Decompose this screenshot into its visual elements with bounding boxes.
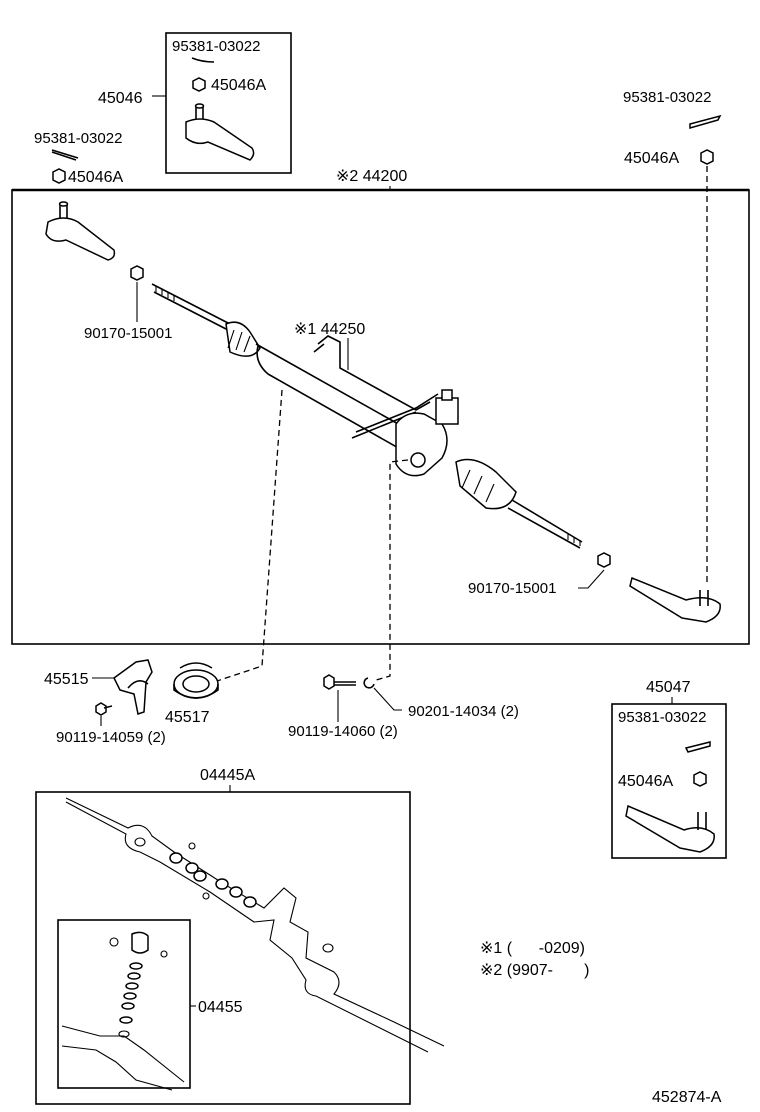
label-04455: 04455 (198, 999, 243, 1016)
label-45046: 45046 (98, 90, 143, 107)
seal-kit-rings (169, 842, 257, 908)
bolt-90119-14060 (323, 674, 356, 690)
bracket-45515 (113, 659, 153, 715)
label-44250: ※1 44250 (294, 321, 365, 338)
label-45046A-d: 45046A (618, 773, 673, 790)
castle-nut-c (700, 149, 714, 165)
castle-nut-a (192, 77, 206, 92)
leader-90170-b (578, 569, 605, 589)
box-45047 (611, 703, 727, 859)
tie-rod-end-left (45, 201, 116, 261)
valve-seal-kit (61, 931, 185, 1091)
cotter-pin-c (689, 114, 722, 129)
leader-90201 (373, 687, 402, 711)
box-44200 (11, 189, 750, 645)
label-45046A-c: 45046A (624, 150, 679, 167)
note-1: ※1 ( -0209) (480, 940, 585, 957)
label-45046A-b: 45046A (68, 169, 123, 186)
label-45047: 45047 (646, 679, 691, 696)
cotter-pin-a (191, 57, 215, 63)
label-95381-c: 95381-03022 (623, 89, 711, 106)
nut-90170-left (130, 265, 144, 281)
castle-nut-d (693, 771, 707, 787)
label-45515: 45515 (44, 671, 89, 688)
label-95381-b: 95381-03022 (34, 130, 122, 147)
dash-rack-to-45517 (213, 389, 283, 683)
label-45046A-a: 45046A (211, 77, 266, 94)
grommet-45517 (173, 662, 219, 699)
steering-rack-assembly (151, 283, 583, 549)
label-45517: 45517 (165, 709, 210, 726)
tie-rod-end-45047 (625, 804, 715, 853)
rack-gasket-outline (65, 797, 445, 1053)
label-90119-14059: 90119-14059 (2) (56, 729, 166, 746)
label-95381-d: 95381-03022 (618, 709, 706, 726)
washer-90201 (363, 677, 375, 689)
label-44200: ※2 44200 (336, 168, 407, 185)
box-45046 (165, 32, 292, 174)
dash-rack-to-90201 (375, 459, 409, 681)
nut-90170-right (597, 552, 611, 568)
label-90119-14060: 90119-14060 (2) (288, 723, 398, 740)
note-2: ※2 (9907- ) (480, 962, 589, 979)
cotter-pin-d (684, 741, 711, 753)
box-04455 (57, 919, 191, 1089)
diagram-id: 452874-A (652, 1089, 722, 1106)
tie-rod-end-45046 (185, 103, 255, 161)
label-90170-b: 90170-15001 (468, 580, 556, 597)
bolt-90119-14059 (95, 702, 113, 716)
castle-nut-b (52, 168, 66, 184)
label-04445A: 04445A (200, 767, 255, 784)
box-04445A (35, 791, 411, 1105)
label-90201: 90201-14034 (2) (408, 703, 519, 720)
cotter-pin-b (51, 149, 79, 161)
label-95381-a: 95381-03022 (172, 38, 260, 55)
label-90170-a: 90170-15001 (84, 325, 172, 342)
tie-rod-end-right (629, 576, 721, 623)
